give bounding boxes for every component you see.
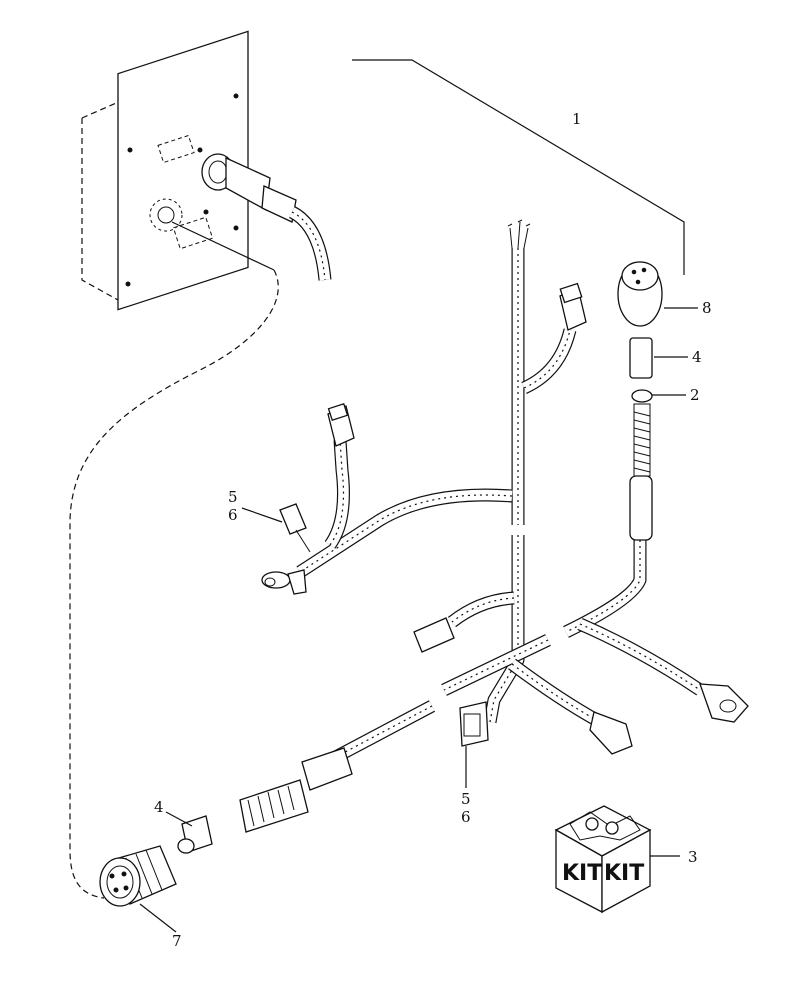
control-box	[81, 30, 249, 311]
mid-left-branch	[413, 591, 515, 653]
callout-6-left: 6	[228, 506, 238, 524]
upper-branch	[521, 282, 587, 394]
right-branch	[563, 261, 749, 723]
lower-junction-branches	[441, 634, 633, 755]
kit-label-left: KIT	[562, 861, 602, 886]
harness-trunk	[483, 248, 525, 724]
box-connector	[201, 153, 332, 281]
callout-4-top: 4	[692, 348, 702, 366]
kit-label-right: KIT	[604, 861, 644, 886]
kit-box: KIT KIT	[554, 805, 652, 914]
callout-7: 7	[172, 932, 182, 950]
callout-5-center: 5	[461, 790, 471, 808]
left-branch	[261, 403, 513, 595]
connection-dashed-leader	[69, 221, 279, 899]
trunk-wire-ends	[507, 219, 531, 249]
callout-2: 2	[690, 386, 700, 404]
callout-6-center: 6	[461, 808, 471, 826]
callout-3: 3	[688, 848, 698, 866]
assembly-bracket-line	[352, 59, 685, 275]
callout-4-bottom: 4	[154, 798, 164, 816]
leader-lines	[139, 307, 698, 933]
plug-connector-7	[99, 845, 177, 907]
lower-cable	[177, 700, 436, 854]
callout-1: 1	[572, 110, 582, 128]
callout-8: 8	[702, 299, 712, 317]
callout-5-left: 5	[228, 488, 238, 506]
